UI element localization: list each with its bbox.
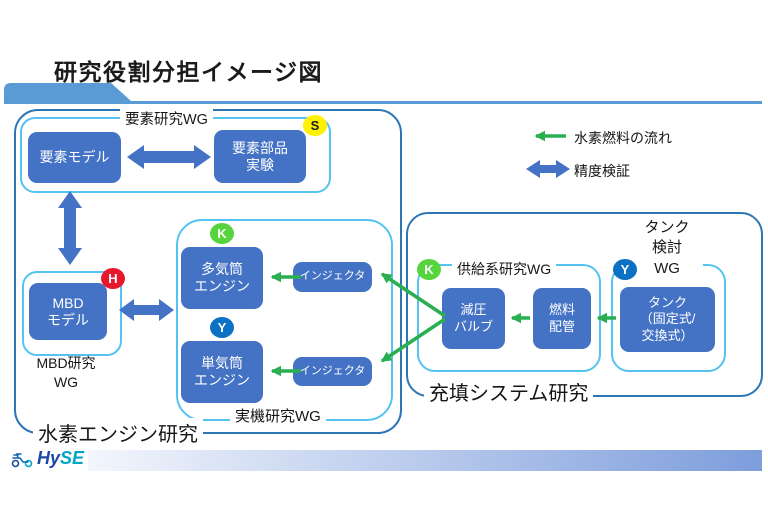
badge-s: S xyxy=(303,115,327,136)
hyse-logo-text: HySE xyxy=(37,448,85,468)
injector-top-box: インジェクタ xyxy=(293,262,372,292)
mbd-research-wg-label: MBD研究 WG xyxy=(36,355,96,390)
single-cylinder-engine-box: 単気筒 エンジン xyxy=(181,341,263,403)
injector-top-label: インジェクタ xyxy=(299,270,366,283)
mbd-model-box: MBD モデル xyxy=(29,283,107,340)
element-parts-experiment-box: 要素部品 実験 xyxy=(214,130,306,183)
legend-verify-arrow-icon xyxy=(526,160,570,178)
badge-h: H xyxy=(101,268,125,289)
tank-box: タンク （固定式/ 交換式） xyxy=(620,287,715,352)
element-model-label: 要素モデル xyxy=(39,149,110,166)
mbd-model-label: MBD モデル xyxy=(47,294,89,328)
hydrogen-engine-research-label: 水素エンジン研究 xyxy=(33,418,203,447)
multi-cylinder-engine-label: 多気筒 エンジン xyxy=(194,261,250,294)
single-cylinder-engine-label: 単気筒 エンジン xyxy=(194,355,250,388)
badge-y-tank: Y xyxy=(613,259,637,280)
tank-study-wg-label: タンク 検討 WG xyxy=(631,218,703,279)
badge-k-multi: K xyxy=(210,223,234,244)
element-research-wg-label: 要素研究WG xyxy=(120,108,213,129)
element-model-box: 要素モデル xyxy=(28,132,121,183)
page-title: 研究役割分担イメージ図 xyxy=(54,59,324,85)
title-underline xyxy=(4,101,762,104)
hyse-logo: HySE xyxy=(10,448,84,469)
supply-research-wg-label: 供給系研究WG xyxy=(452,259,557,279)
pressure-reducing-valve-label: 減圧 バルブ xyxy=(453,302,493,334)
actual-machine-research-wg-label: 実機研究WG xyxy=(230,405,326,426)
legend-hydrogen-flow-label: 水素燃料の流れ xyxy=(574,130,672,146)
footer-bar xyxy=(88,450,762,471)
badge-k-supply: K xyxy=(417,259,441,280)
fuel-piping-label: 燃料 配管 xyxy=(548,302,575,334)
tank-label: タンク （固定式/ 交換式） xyxy=(639,295,696,343)
fuel-piping-box: 燃料 配管 xyxy=(533,288,591,349)
injector-bottom-label: インジェクタ xyxy=(299,364,366,377)
element-parts-experiment-label: 要素部品 実験 xyxy=(232,139,288,173)
badge-y-single: Y xyxy=(210,317,234,338)
filling-system-research-label: 充填システム研究 xyxy=(424,377,594,406)
legend-accuracy-verification-label: 精度検証 xyxy=(574,163,630,179)
multi-cylinder-engine-box: 多気筒 エンジン xyxy=(181,247,263,309)
hyse-logo-icon xyxy=(11,453,33,468)
pressure-reducing-valve-box: 減圧 バルブ xyxy=(442,288,505,349)
injector-bottom-box: インジェクタ xyxy=(293,357,372,386)
